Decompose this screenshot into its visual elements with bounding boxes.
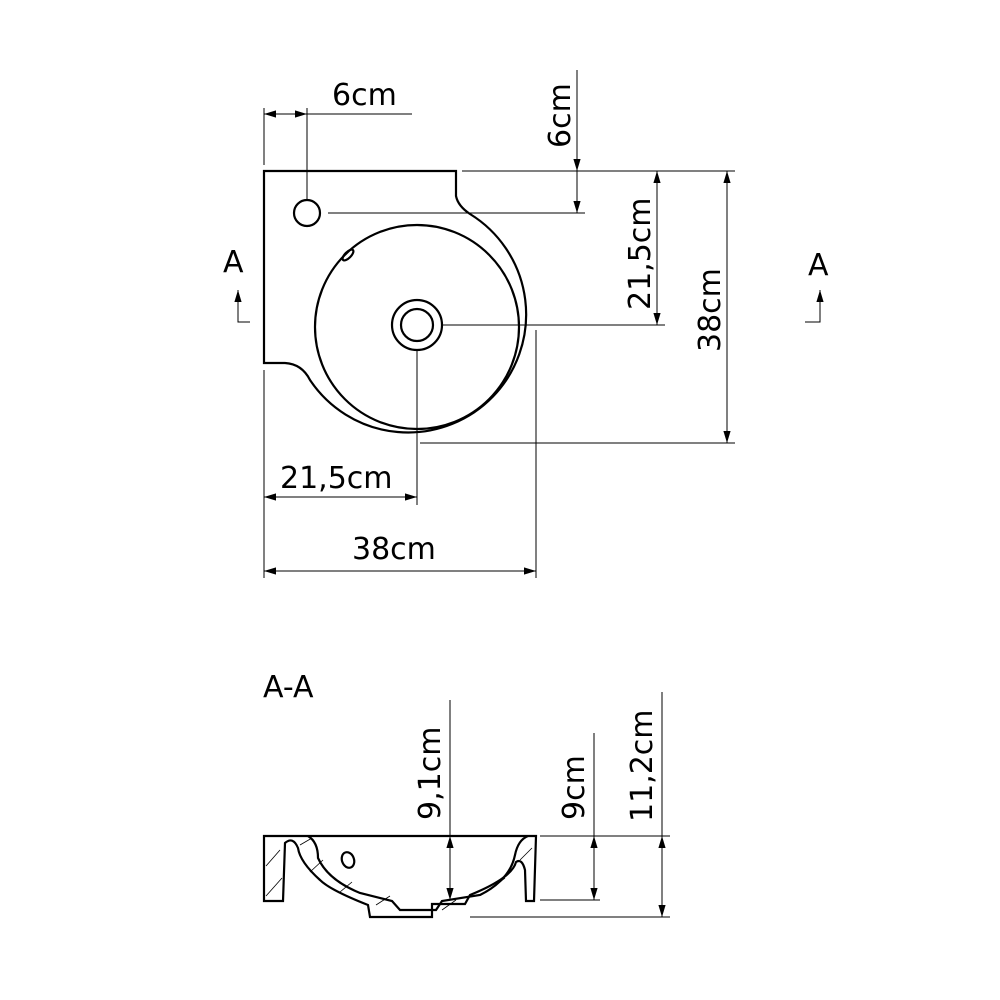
overflow-hole-section — [340, 851, 356, 869]
section-hatching — [265, 837, 533, 911]
dim-depth-total: 38cm — [693, 268, 728, 352]
tap-hole — [292, 198, 322, 228]
top-view: 6cm 6cm 21,5cm 38cm 21,5cm 38cm A A — [223, 70, 829, 578]
dim-tap-offset-h: 6cm — [332, 78, 397, 113]
section-mark-right: A — [808, 248, 829, 283]
section-view: A-A 9,1cm 9cm 11,2cm — [262, 670, 670, 919]
dim-drain-h: 21,5cm — [280, 461, 393, 496]
drain-inner — [399, 307, 435, 343]
dim-width-total: 38cm — [352, 532, 436, 567]
dim-rim-height: 9cm — [557, 755, 592, 820]
section-mark-left: A — [223, 245, 244, 280]
dim-total-height: 11,2cm — [625, 709, 660, 822]
drain-outer — [390, 298, 444, 352]
overflow-hole — [341, 248, 355, 262]
dim-tap-offset-v: 6cm — [543, 83, 578, 148]
sink-outline — [262, 169, 528, 434]
section-title: A-A — [263, 670, 314, 705]
dim-inner-depth: 9,1cm — [413, 727, 448, 820]
dim-drain-v: 21,5cm — [623, 197, 658, 310]
